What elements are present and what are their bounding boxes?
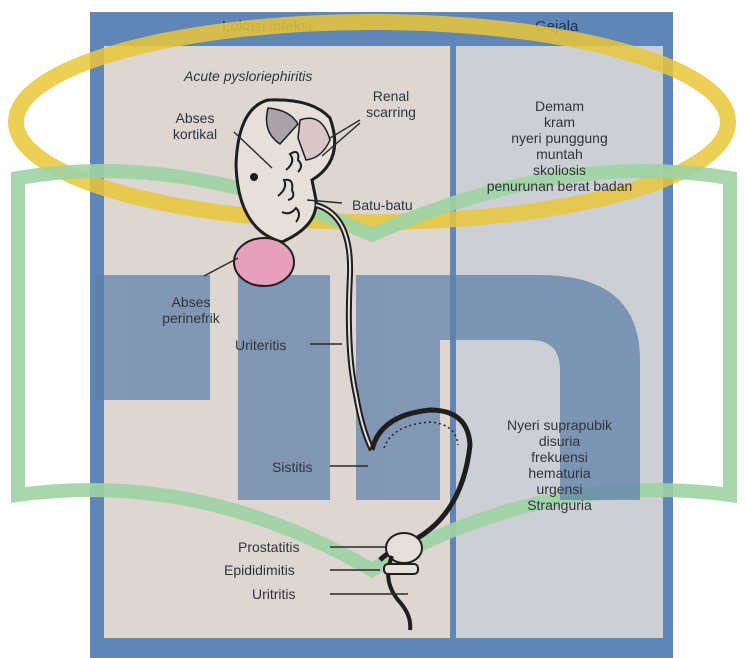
- symptom-item: hematuria: [456, 465, 663, 481]
- symptom-item: nyeri punggung: [456, 130, 663, 146]
- label-ureteritis: Uriteritis: [235, 337, 286, 353]
- symptom-item: muntah: [456, 146, 663, 162]
- label-cortical-abscess-line2: kortikal: [160, 126, 230, 142]
- label-cortical-abscess: Abses kortikal: [160, 110, 230, 142]
- symptoms-upper-list: Demam kram nyeri punggung muntah skolios…: [456, 98, 663, 194]
- label-renal-scarring: Renal scarring: [356, 88, 426, 120]
- label-acute-pyelonephritis: Acute pysloriephiritis: [184, 68, 312, 84]
- symptom-item: penurunan berat badan: [456, 178, 663, 194]
- label-cystitis: Sistitis: [272, 459, 312, 475]
- symptom-item: urgensi: [456, 481, 663, 497]
- label-urethritis: Uritritis: [252, 586, 296, 602]
- label-stones: Batu-batu: [352, 197, 413, 213]
- label-perinephric-abscess-line2: perinefrik: [152, 310, 230, 326]
- perinephric-abscess: [234, 238, 294, 286]
- symptom-item: Stranguria: [456, 497, 663, 513]
- label-renal-scarring-line1: Renal: [356, 88, 426, 104]
- symptom-item: disuria: [456, 433, 663, 449]
- label-epididymitis: Epididimitis: [224, 562, 295, 578]
- symptom-item: kram: [456, 114, 663, 130]
- label-perinephric-abscess: Abses perinefrik: [152, 294, 230, 326]
- epididymis: [384, 564, 418, 574]
- symptom-item: Nyeri suprapubik: [456, 417, 663, 433]
- label-renal-scarring-line2: scarring: [356, 104, 426, 120]
- symptom-item: Demam: [456, 98, 663, 114]
- label-cortical-abscess-line1: Abses: [160, 110, 230, 126]
- symptom-item: skoliosis: [456, 162, 663, 178]
- symptom-item: frekuensi: [456, 449, 663, 465]
- symptoms-lower-list: Nyeri suprapubik disuria frekuensi hemat…: [456, 417, 663, 513]
- label-prostatitis: Prostatitis: [238, 539, 299, 555]
- label-perinephric-abscess-line1: Abses: [152, 294, 230, 310]
- abscess-dot: [250, 173, 258, 181]
